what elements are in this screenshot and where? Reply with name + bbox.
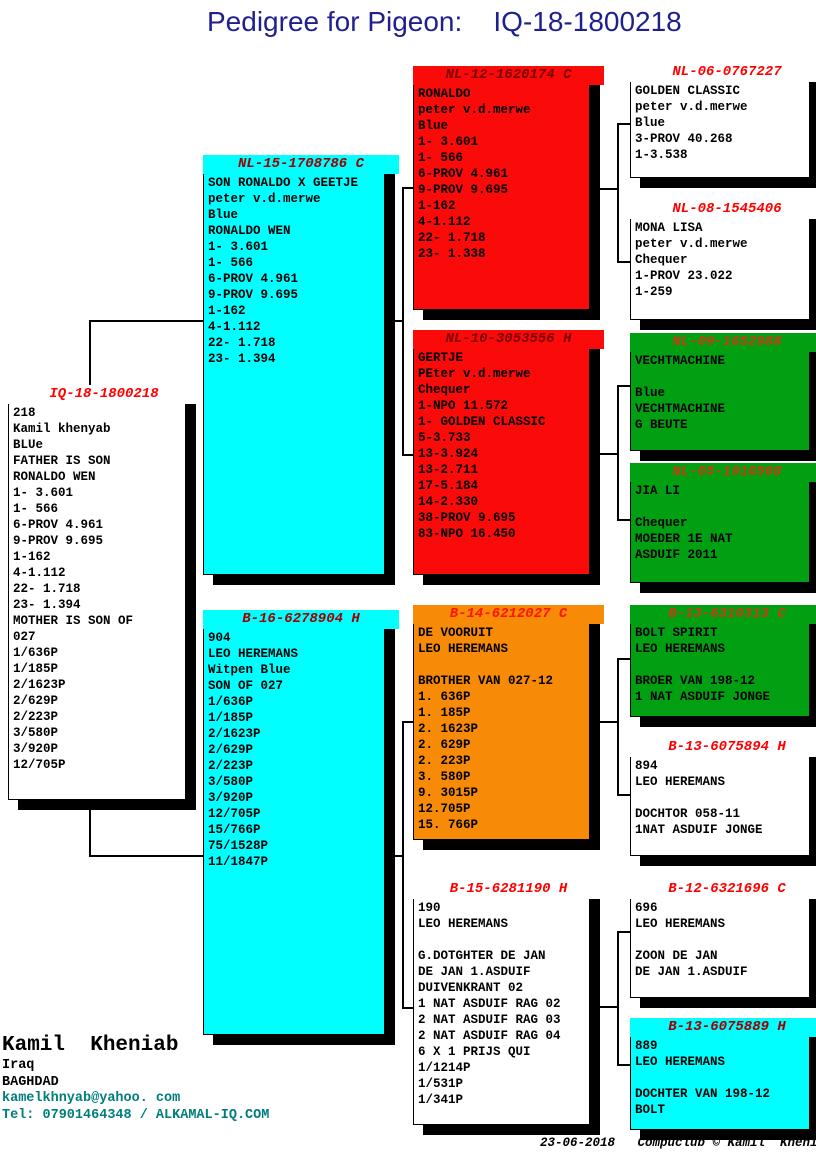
pigeon-details: 889 LEO HEREMANS DOCHTER VAN 198-12 BOLT — [635, 1039, 771, 1117]
connector-line — [89, 855, 204, 857]
connector-line — [591, 188, 619, 190]
pedigree-box-fmm: NL-05-1916508 JIA LI Chequer MOEDER 1E N… — [630, 463, 816, 583]
connector-line — [591, 1006, 619, 1008]
pedigree-box-fff: NL-06-0767227 GOLDEN CLASSIC peter v.d.m… — [630, 63, 816, 178]
owner-name: Kamil Kheniab — [2, 1034, 179, 1057]
pigeon-details: 190 LEO HEREMANS G.DOTGHTER DE JAN DE JA… — [418, 901, 561, 1107]
print-credit: 23-06-2018 Compuclub © Kamil Kheniab — [540, 1136, 816, 1150]
page-title: Pedigree for Pigeon: IQ-18-1800218 — [207, 6, 682, 37]
ring-number: B-15-6281190 H — [413, 880, 604, 899]
ring-number: IQ-18-1800218 — [8, 385, 200, 404]
ring-number: NL-15-1708786 C — [203, 155, 399, 174]
pigeon-details: GERTJE PEter v.d.merwe Chequer 1-NPO 11.… — [418, 351, 546, 541]
pedigree-box-subject: IQ-18-1800218 218 Kamil khenyab BLUe FAT… — [8, 385, 200, 800]
pigeon-details: VECHTMACHINE Blue VECHTMACHINE G BEUTE — [635, 354, 726, 432]
ring-number: NL-08-1545406 — [630, 200, 816, 219]
connector-line — [617, 658, 631, 660]
pigeon-details: 218 Kamil khenyab BLUe FATHER IS SON RON… — [13, 406, 134, 772]
pedigree-box-ffm: NL-08-1545406 MONA LISA peter v.d.merwe … — [630, 200, 816, 320]
ring-number: B-16-6278904 H — [203, 610, 399, 629]
pigeon-details: DE VOORUIT LEO HEREMANS BROTHER VAN 027-… — [418, 626, 554, 832]
ring-number: NL-12-1620174 C — [413, 66, 604, 85]
ring-number: NL-05-1916508 — [630, 463, 816, 482]
connector-line — [89, 320, 91, 386]
pedigree-box-father: NL-15-1708786 C SON RONALDO X GEETJE pet… — [203, 155, 399, 575]
ring-number: B-14-6212027 C — [413, 605, 604, 624]
connector-line — [617, 931, 619, 1066]
pedigree-box-mfm: B-13-6075894 H 894 LEO HEREMANS DOCHTOR … — [630, 738, 816, 856]
connector-line — [617, 123, 619, 263]
pigeon-details: 904 LEO HEREMANS Witpen Blue SON OF 027 … — [208, 631, 299, 869]
connector-line — [617, 658, 619, 796]
pedigree-box-mf: B-14-6212027 C DE VOORUIT LEO HEREMANS B… — [413, 605, 604, 840]
connector-line — [617, 261, 631, 263]
connector-line — [402, 721, 404, 1009]
ring-number: B-13-6075894 H — [630, 738, 816, 757]
pedigree-box-fmf: NL-09-1652988 VECHTMACHINE Blue VECHTMAC… — [630, 333, 816, 451]
pigeon-details: 696 LEO HEREMANS ZOON DE JAN DE JAN 1.AS… — [635, 901, 748, 979]
connector-line — [386, 320, 404, 322]
owner-phone: Tel: 07901464348 / ALKAMAL-IQ.COM — [2, 1107, 270, 1123]
connector-line — [617, 794, 631, 796]
owner-city: BAGHDAD — [2, 1074, 59, 1090]
pedigree-box-ff: NL-12-1620174 C RONALDO peter v.d.merwe … — [413, 66, 604, 310]
connector-line — [617, 1064, 631, 1066]
pigeon-details: GOLDEN CLASSIC peter v.d.merwe Blue 3-PR… — [635, 84, 748, 162]
connector-line — [617, 385, 619, 521]
connector-line — [89, 320, 204, 322]
pedigree-box-mmm: B-13-6075889 H 889 LEO HEREMANS DOCHTER … — [630, 1018, 816, 1130]
pedigree-box-mff: B-13-6310313 C BOLT SPIRIT LEO HEREMANS … — [630, 605, 816, 717]
pigeon-details: BOLT SPIRIT LEO HEREMANS BROER VAN 198-1… — [635, 626, 771, 704]
connector-line — [617, 385, 631, 387]
pigeon-details: RONALDO peter v.d.merwe Blue 1- 3.601 1-… — [418, 87, 531, 261]
connector-line — [402, 1007, 414, 1009]
pigeon-details: 894 LEO HEREMANS DOCHTOR 058-11 1NAT ASD… — [635, 759, 763, 837]
owner-country: Iraq — [2, 1058, 35, 1073]
connector-line — [402, 721, 414, 723]
connector-line — [591, 453, 619, 455]
owner-email: kamelkhnyab@yahoo. com — [2, 1091, 181, 1106]
connector-line — [591, 721, 619, 723]
pigeon-details: MONA LISA peter v.d.merwe Chequer 1-PROV… — [635, 221, 748, 299]
pedigree-box-mm: B-15-6281190 H 190 LEO HEREMANS G.DOTGHT… — [413, 880, 604, 1125]
ring-number: NL-06-0767227 — [630, 63, 816, 82]
ring-number: B-12-6321696 C — [630, 880, 816, 899]
connector-line — [617, 931, 631, 933]
ring-number: B-13-6310313 C — [630, 605, 816, 624]
pedigree-box-mmf: B-12-6321696 C 696 LEO HEREMANS ZOON DE … — [630, 880, 816, 998]
ring-number: B-13-6075889 H — [630, 1018, 816, 1037]
pigeon-details: JIA LI Chequer MOEDER 1E NAT ASDUIF 2011 — [635, 484, 733, 562]
connector-line — [402, 187, 404, 456]
pedigree-box-fm: NL-10-3053556 H GERTJE PEter v.d.merwe C… — [413, 330, 604, 575]
connector-line — [402, 187, 414, 189]
connector-line — [89, 806, 91, 857]
pedigree-box-mother: B-16-6278904 H 904 LEO HEREMANS Witpen B… — [203, 610, 399, 1035]
pigeon-details: SON RONALDO X GEETJE peter v.d.merwe Blu… — [208, 176, 359, 366]
ring-number: NL-10-3053556 H — [413, 330, 604, 349]
connector-line — [386, 855, 404, 857]
owner-contact-block: Kamil Kheniab Iraq BAGHDAD kamelkhnyab@y… — [2, 1034, 269, 1124]
connector-line — [617, 123, 631, 125]
connector-line — [402, 454, 414, 456]
connector-line — [617, 519, 631, 521]
ring-number: NL-09-1652988 — [630, 333, 816, 352]
